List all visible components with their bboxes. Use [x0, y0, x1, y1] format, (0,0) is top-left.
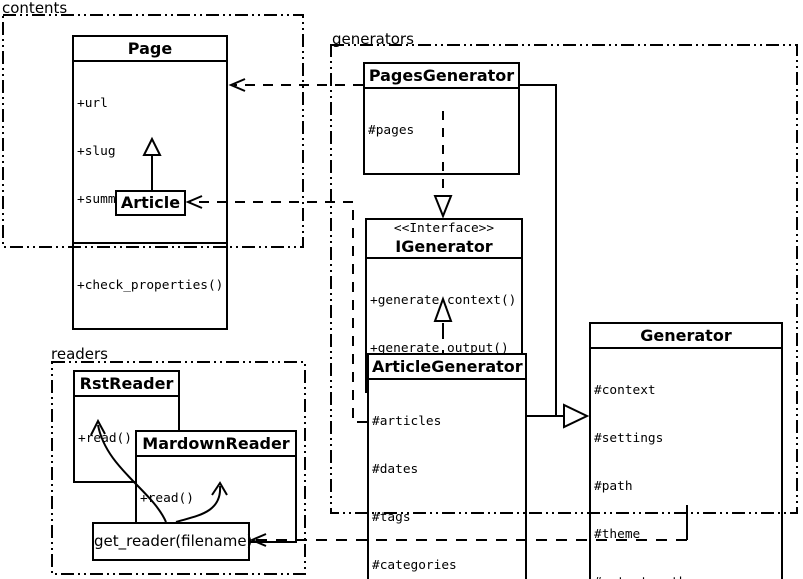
- attribute: #settings: [594, 431, 664, 446]
- hollow-triangle-arrowhead: [435, 196, 451, 216]
- class-generator: Generator #context #settings #path #them…: [589, 322, 783, 579]
- class-generator-title: Generator: [640, 326, 732, 345]
- method: +generate_context(): [370, 293, 517, 308]
- class-pages-generator-attributes: #pages: [365, 87, 518, 173]
- class-page-methods: +check_properties(): [74, 242, 226, 328]
- open-arrowhead: [231, 79, 245, 91]
- class-igenerator-stereotype: <<Interface>>: [393, 221, 495, 236]
- class-rst-reader-title: RstReader: [79, 374, 174, 393]
- class-article-generator-title: ArticleGenerator: [372, 357, 523, 376]
- class-mardown-reader-title: MardownReader: [142, 434, 290, 453]
- attribute: #path: [594, 479, 633, 494]
- edge-pagesgenerator-depends-page: [231, 79, 363, 91]
- package-contents-label: contents: [2, 0, 68, 17]
- method: +check_properties(): [77, 278, 224, 293]
- class-article-generator-attributes: #articles #dates #tags #categories: [369, 378, 525, 579]
- attribute: #tags: [372, 510, 411, 525]
- class-page-title: Page: [127, 39, 173, 58]
- class-pages-generator: PagesGenerator #pages: [363, 62, 520, 175]
- class-igenerator-name: IGenerator: [395, 237, 493, 256]
- package-readers-label: readers: [51, 345, 108, 363]
- attribute: #categories: [372, 558, 457, 573]
- hollow-triangle-arrowhead: [564, 405, 587, 427]
- attribute: #pages: [368, 123, 415, 138]
- package-generators-label: generators: [332, 30, 414, 48]
- class-article: Article: [115, 190, 186, 216]
- attribute: #articles: [372, 414, 442, 429]
- function-get-reader: get_reader(filename): [92, 522, 252, 561]
- attribute: #theme: [594, 527, 641, 542]
- class-article-title: Article: [120, 193, 181, 212]
- attribute: #context: [594, 383, 656, 398]
- attribute: #dates: [372, 462, 419, 477]
- edge-generators-extend-generator: [520, 85, 587, 427]
- class-pages-generator-title: PagesGenerator: [368, 66, 515, 85]
- attribute: #output_path: [594, 575, 780, 579]
- attribute: +url: [77, 96, 108, 111]
- attribute: +slug: [77, 144, 116, 159]
- class-igenerator-title: <<Interface>> IGenerator: [367, 220, 521, 257]
- class-generator-attributes: #context #settings #path #theme #output_…: [591, 347, 781, 579]
- class-page: Page +url +slug +summary +check_properti…: [72, 35, 228, 330]
- method: +read(): [140, 491, 194, 506]
- class-article-generator: ArticleGenerator #articles #dates #tags …: [367, 353, 527, 579]
